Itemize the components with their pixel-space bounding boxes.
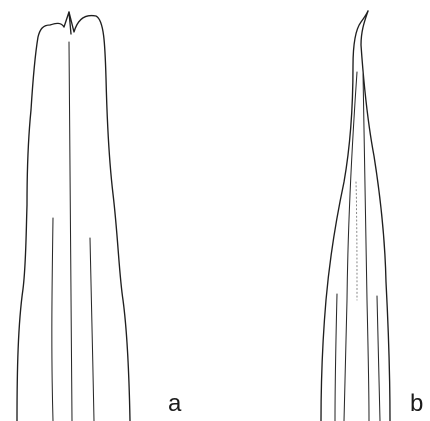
panel-a-right-vein [90, 238, 94, 421]
panel-b-dotted-center-line [356, 182, 357, 300]
panel-b-right-inner-line [363, 72, 369, 421]
panel-b-drawing [321, 11, 390, 421]
panel-a-right-outline [69, 12, 130, 421]
panel-label-a: a [168, 392, 181, 416]
panel-label-b: b [410, 392, 423, 416]
panel-b-left-outline [321, 11, 368, 421]
panel-a-left-outline [17, 12, 71, 421]
panel-a-midrib [69, 42, 72, 421]
panel-b-outer-left-vein [335, 294, 337, 421]
panel-b-outer-right-vein [377, 296, 380, 421]
panel-a-drawing [17, 12, 130, 421]
panel-a-left-vein [52, 218, 53, 421]
